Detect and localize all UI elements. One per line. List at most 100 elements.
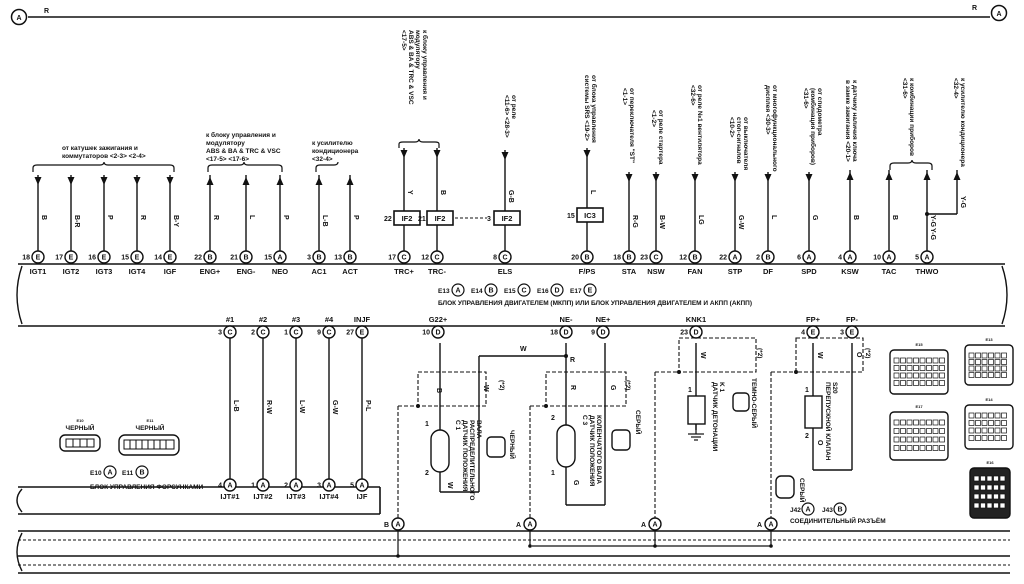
svg-text:1: 1: [688, 387, 692, 394]
arrow-up-icon: [206, 177, 214, 185]
pin-connector: [256, 478, 270, 492]
svg-text:3: 3: [487, 216, 491, 223]
pin-connector: [806, 325, 820, 339]
svg-text:K 1: K 1: [718, 382, 725, 393]
wire-color: P: [106, 215, 113, 220]
pin-connector-number: 22: [719, 255, 727, 262]
plug-c3: [611, 429, 631, 451]
wire-color: L: [770, 215, 777, 220]
pin-connector-number: 18: [613, 255, 621, 262]
pin-label: IJT#1: [220, 492, 239, 501]
note-ksw: в замке зажигания <20-1>: [844, 80, 851, 162]
pin-connector-letter: A: [847, 255, 852, 262]
svg-text:A: A: [107, 470, 112, 477]
pin-label: NE-: [560, 315, 573, 324]
svg-text:A: A: [805, 507, 810, 514]
pin-label: STP: [728, 267, 743, 276]
pin-label: G22+: [429, 315, 448, 324]
pin-connector: [64, 250, 78, 264]
note-thwo: к усилителю кондиционера: [959, 78, 966, 167]
pin-connector-number: 23: [640, 255, 648, 262]
note-trc: ABS & BA & TRC & VSC: [407, 30, 414, 105]
ecu-plug-e16: E16: [969, 460, 1011, 519]
pin-label: FP+: [806, 315, 821, 324]
wire-color: G: [811, 215, 818, 221]
pin-connector-letter: E: [360, 330, 365, 337]
pin-connector: [761, 250, 775, 264]
note-df: дисплея <30-3>: [764, 85, 771, 135]
svg-text:РАСПРЕДЕЛИТЕЛЬНОГО: РАСПРЕДЕЛИТЕЛЬНОГО: [468, 420, 475, 500]
pin-connector-number: 8: [493, 255, 497, 262]
svg-text:R: R: [569, 385, 576, 390]
pin-label: NE+: [596, 315, 611, 324]
svg-text:1: 1: [551, 470, 555, 477]
svg-text:W: W: [699, 352, 706, 359]
pin-connector: [31, 250, 45, 264]
svg-text:A: A: [455, 288, 460, 295]
wire-color: Y-G: [929, 215, 936, 228]
svg-text:B: B: [384, 522, 389, 529]
svg-text:A: A: [395, 522, 400, 529]
arrow-up-icon: [242, 177, 250, 185]
arrow-up-icon: [953, 172, 961, 180]
junction-drop-0: AB: [384, 517, 405, 558]
svg-text:E15: E15: [504, 288, 516, 295]
pin-label: TAC: [882, 267, 897, 276]
abs-note-1: к блоку управления и: [206, 131, 276, 139]
note-els: от реле: [510, 95, 517, 119]
wire-color: L-B: [232, 400, 239, 412]
arrow-down-icon: [133, 177, 141, 185]
arrow-up-icon: [885, 172, 893, 180]
svg-text:D: D: [554, 288, 559, 295]
pin-connector-letter: A: [260, 483, 265, 490]
arrow-up-icon: [346, 177, 354, 185]
ecu-bottom-pin-5: G22+D10: [422, 315, 448, 339]
abs-note-2: модулятору: [206, 140, 245, 147]
arrow-down-icon: [501, 152, 509, 160]
pin-connector: [622, 250, 636, 264]
svg-text:W: W: [816, 352, 823, 359]
arrow-down-icon: [34, 177, 42, 185]
svg-text:ЧЕРНЫЙ: ЧЕРНЫЙ: [136, 423, 165, 432]
svg-text:G: G: [609, 385, 616, 391]
junction-title: СОЕДИНИТЕЛЬНЫЙ РАЗЪЁМ: [790, 516, 886, 525]
wire-color: L-B: [321, 215, 328, 227]
arrow-down-icon: [67, 177, 75, 185]
note-sta: <1-1>: [621, 88, 628, 105]
pin-connector-number: 9: [317, 330, 321, 337]
wire-color: G-W: [331, 400, 338, 415]
svg-text:СЕРЫЙ: СЕРЫЙ: [634, 410, 643, 435]
pin-connector: [312, 250, 326, 264]
wire-color: P: [282, 215, 289, 220]
pin-label: ACT: [342, 267, 358, 276]
sensor-c3: R R G G (*2) 2 1 C 3 ДАТЧИК ПОЛОЖЕНИЯ КО…: [529, 343, 643, 520]
if2-els: [493, 210, 521, 226]
note-stp: <10-2>: [728, 117, 735, 138]
pin-connector: [843, 250, 857, 264]
svg-text:E10: E10: [90, 470, 102, 477]
abs-note-4: <17-5> <17-6>: [206, 156, 249, 163]
arrow-down-icon: [691, 174, 699, 182]
arrow-down-icon: [100, 177, 108, 185]
svg-text:A: A: [527, 522, 532, 529]
ecu-bottom-pins: #1C3#2C2#3C1#4C9INJFE27G22+D10NE-D18NE+D…: [218, 315, 859, 339]
svg-text:IC3: IC3: [584, 211, 596, 220]
pin-connector-letter: D: [435, 330, 440, 337]
pin-connector-letter: C: [326, 330, 331, 337]
svg-text:J43: J43: [822, 507, 833, 514]
pin-label: NSW: [647, 267, 665, 276]
connector-a-left: [10, 8, 28, 26]
svg-text:B: B: [837, 507, 842, 514]
wire-color: Y-G: [929, 228, 936, 241]
pin-connector: [343, 250, 357, 264]
